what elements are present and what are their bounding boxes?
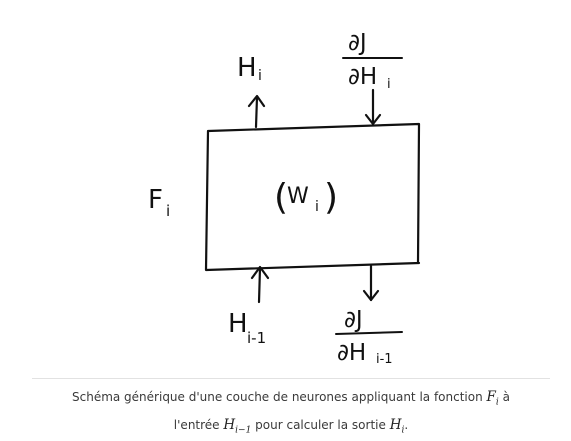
caption-text: à <box>502 390 510 404</box>
layer-box <box>204 122 421 272</box>
svg-text:i: i <box>387 77 391 92</box>
layer-diagram: ( W i ) F i H i ∂J ∂H i H i-1 <box>148 30 421 367</box>
input-arrow <box>250 265 270 304</box>
caption-text: pour calculer la sortie <box>255 417 386 432</box>
caption-math-output: Hi <box>389 416 405 436</box>
output-gradient-arrow <box>364 88 382 126</box>
caption-text: . <box>404 417 409 432</box>
caption-text: Schéma générique d'une couche de neurone… <box>72 390 483 404</box>
svg-text:F: F <box>148 185 163 215</box>
input-gradient-arrow <box>362 264 380 302</box>
svg-text:∂J: ∂J <box>348 30 367 56</box>
svg-text:∂J: ∂J <box>344 307 363 333</box>
svg-text:i-1: i-1 <box>376 352 393 367</box>
svg-text:i-1: i-1 <box>247 329 266 347</box>
input-label: H i-1 <box>228 309 266 347</box>
caption-divider <box>32 378 550 379</box>
input-gradient-label: ∂J ∂H i-1 <box>335 307 403 367</box>
fraction-bar <box>335 331 403 335</box>
figure-caption: Schéma générique d'une couche de neurone… <box>32 386 550 441</box>
layer-function-label: F i <box>148 185 170 220</box>
svg-text:H: H <box>237 53 257 83</box>
svg-text:(: ( <box>274 177 288 218</box>
output-gradient-label: ∂J ∂H i <box>342 30 403 92</box>
caption-math-input: Hi−1 <box>223 416 252 436</box>
output-arrow <box>247 94 266 129</box>
caption-math-layer-function: Fi <box>486 389 499 408</box>
svg-text:): ) <box>324 177 338 218</box>
svg-text:∂H: ∂H <box>337 340 366 366</box>
svg-text:i: i <box>315 199 319 215</box>
weights-label: ( W i ) <box>274 177 338 218</box>
svg-text:H: H <box>228 309 248 339</box>
caption-text: l'entrée <box>173 417 220 432</box>
svg-text:i: i <box>258 68 262 84</box>
svg-text:∂H: ∂H <box>348 64 377 90</box>
svg-text:W: W <box>287 184 309 209</box>
output-label: H i <box>237 53 262 84</box>
svg-text:i: i <box>166 202 170 220</box>
